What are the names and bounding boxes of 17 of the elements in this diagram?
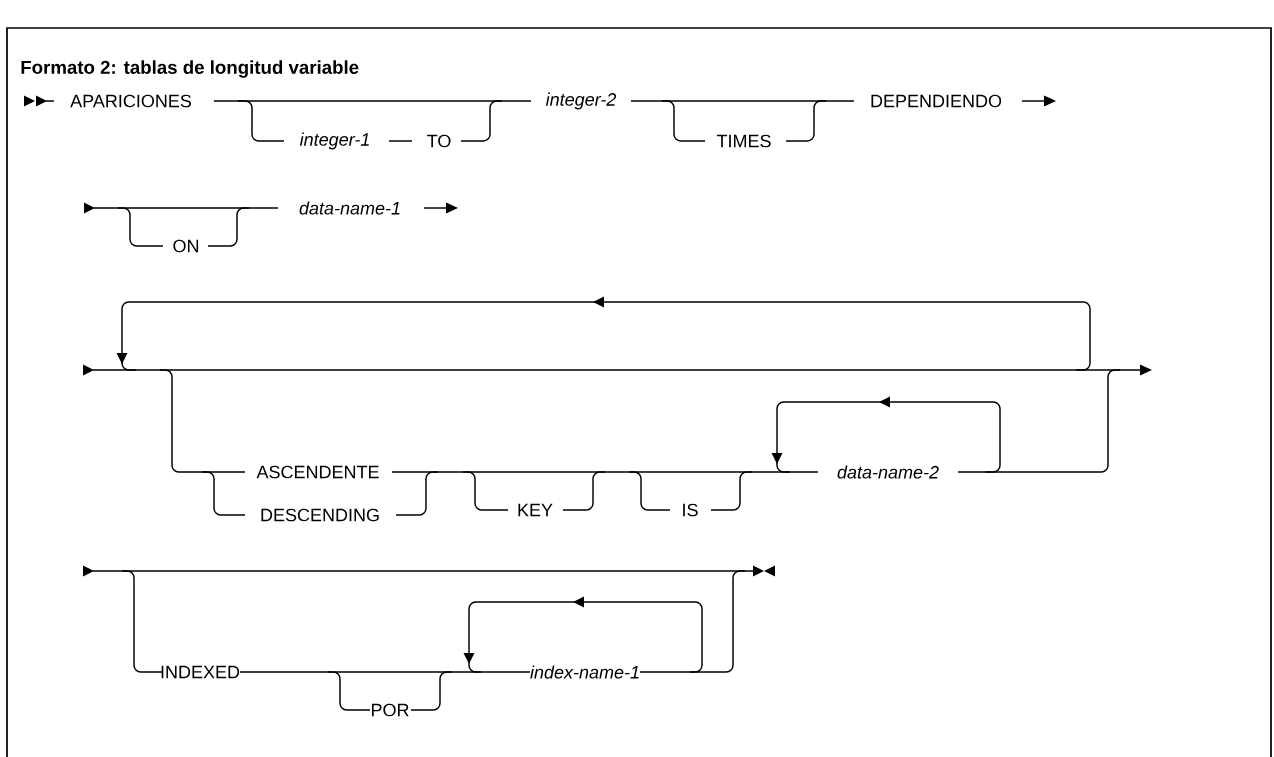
keyword-text: TIMES [716, 134, 771, 148]
variable-text: integer-1 [299, 132, 369, 150]
keyword-text: DEPENDIENDO [871, 94, 1002, 108]
variable-text: data-name-1 [299, 201, 400, 215]
variable-text: index-name-1 [530, 665, 639, 679]
keyword-text: APARICIONES [70, 94, 192, 108]
variable-text: data-name-2 [837, 465, 939, 479]
variable-text: integer-2 [545, 92, 617, 110]
keyword-text: POR [372, 703, 409, 717]
keyword-text: ASCENDENTE [256, 465, 379, 479]
keyword-text: ON [173, 239, 199, 253]
keyword-text: IS [683, 503, 698, 517]
title: Formato 2: tablas de longitud variable [21, 60, 359, 78]
keyword-text: TO [427, 134, 451, 148]
keyword-text: INDEXED [161, 665, 240, 679]
keyword-text: DESCENDING [261, 508, 379, 522]
keyword-text: KEY [518, 503, 553, 517]
